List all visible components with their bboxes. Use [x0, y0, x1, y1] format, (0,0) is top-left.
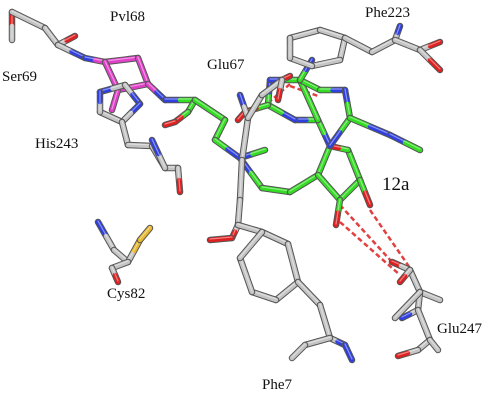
bond-phe7-70 — [248, 288, 280, 304]
label-glu67: Glu67 — [207, 57, 245, 73]
bond-phe7-66 — [234, 221, 266, 236]
bond-ligand-49 — [341, 86, 354, 122]
label-cys82: Cys82 — [107, 286, 146, 302]
bond-ligand-26 — [161, 118, 179, 129]
hydrogen-bonds — [267, 83, 412, 276]
bond-ligand-51 — [346, 114, 394, 139]
bond-ligand-46 — [296, 76, 322, 124]
bond-cys82-91 — [94, 218, 118, 254]
bond-phe223-88 — [391, 36, 424, 54]
bond-glu67-57 — [238, 114, 252, 164]
bond-phe223-79 — [286, 26, 324, 42]
bond-cys82-96 — [108, 264, 122, 286]
bond-phe7-69 — [272, 278, 302, 304]
bond-pvl68-11 — [144, 80, 169, 104]
bond-phe7-74 — [316, 301, 334, 342]
bond-ligand-40 — [356, 176, 374, 209]
bond-phe7-77 — [301, 334, 334, 349]
bond-glu67-58 — [236, 156, 246, 204]
bond-his243-14 — [118, 100, 144, 126]
bond-ligand-27 — [191, 96, 229, 124]
bond-pvl68-10 — [108, 86, 122, 114]
bond-phe7-65 — [206, 234, 236, 244]
bond-ligand-28 — [211, 116, 229, 144]
bond-ligand-41 — [314, 116, 334, 150]
bond-his243-17 — [118, 118, 132, 149]
bond-ligand-33 — [286, 171, 322, 196]
bond-ligand-39 — [332, 196, 344, 229]
label-pvl68: Pvl68 — [110, 9, 146, 25]
label-ser69: Ser69 — [2, 69, 37, 85]
bond-phe223-83 — [286, 54, 316, 70]
bond-ser69-2 — [41, 24, 62, 49]
bond-phe7-72 — [236, 228, 266, 262]
bond-ligand-52 — [386, 131, 424, 154]
bond-glu247-107 — [391, 288, 424, 322]
label-phe7: Phe7 — [262, 377, 292, 393]
bond-phe223-90 — [416, 46, 444, 74]
bond-phe7-76 — [341, 341, 356, 364]
bond-ligand-43 — [264, 101, 299, 124]
bond-ser69-1 — [8, 8, 49, 32]
bond-his243-21 — [174, 164, 184, 196]
bond-glu247-102 — [414, 306, 434, 344]
bond-ligand-36 — [336, 176, 364, 204]
bond-pvl68-6 — [101, 54, 142, 66]
bond-ligand-32 — [258, 184, 294, 196]
bond-phe7-78 — [288, 341, 309, 362]
label-glu247: Glu247 — [437, 321, 482, 337]
bond-phe7-68 — [284, 240, 302, 286]
bond-phe7-73 — [294, 278, 324, 309]
hbond-2 — [339, 204, 393, 263]
bond-ligand-48 — [316, 86, 349, 94]
bond-glu67-63 — [274, 76, 286, 104]
bond-glu67-59 — [234, 196, 244, 229]
hbond-1 — [289, 84, 319, 98]
bond-his243-18 — [124, 141, 156, 150]
bond-ligand-35 — [314, 171, 344, 204]
hbond-3 — [339, 221, 401, 276]
label-ligand-12a: 12a — [382, 174, 410, 195]
bond-phe223-86 — [368, 36, 399, 56]
label-his243: His243 — [35, 136, 79, 152]
bond-glu247-106 — [396, 266, 414, 286]
bond-cys82-94 — [136, 224, 154, 244]
bond-glu247-105 — [426, 336, 442, 354]
bond-phe7-71 — [236, 254, 256, 296]
bond-ser69-4 — [54, 41, 89, 62]
bond-his243-22 — [148, 136, 169, 172]
bond-sticks — [8, 8, 444, 364]
bond-ligand-50 — [326, 114, 354, 150]
bond-phe7-67 — [258, 228, 292, 248]
bond-phe223-85 — [341, 34, 376, 56]
hbond-4 — [368, 209, 412, 269]
bond-phe223-82 — [308, 56, 344, 70]
bond-pvl68-8 — [134, 54, 152, 88]
bond-ligand-34 — [314, 142, 334, 179]
bond-ligand-29 — [211, 136, 244, 162]
label-phe223: Phe223 — [365, 5, 410, 21]
bond-ligand-23 — [161, 96, 199, 104]
bond-ligand-37 — [344, 146, 364, 184]
bond-glu247-104 — [394, 346, 422, 360]
bond-phe223-80 — [316, 26, 349, 42]
